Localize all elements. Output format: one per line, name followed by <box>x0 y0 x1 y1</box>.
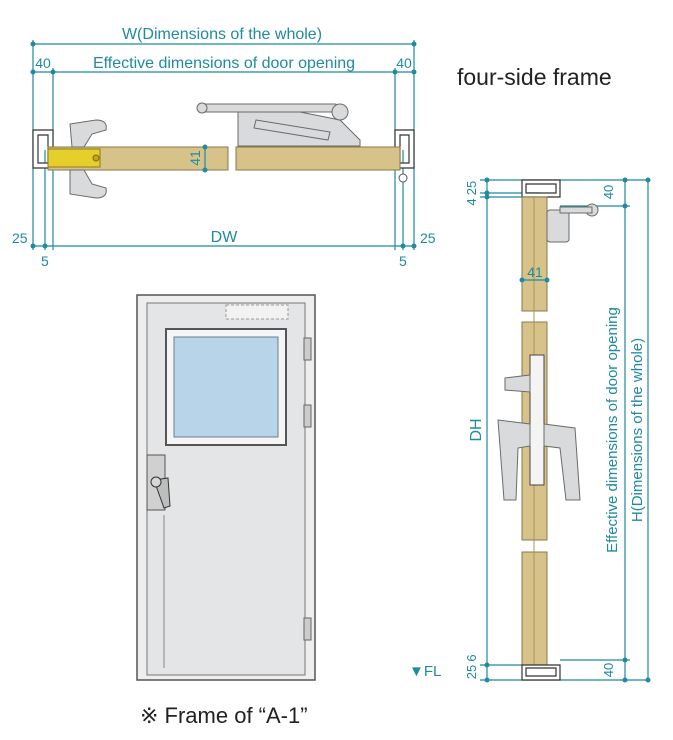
side-bottom-6-label: 6 <box>464 654 479 661</box>
caption: ※ Frame of “A-1” <box>140 703 308 728</box>
side-lever-right <box>543 423 581 501</box>
door-closer-arm <box>197 103 339 113</box>
lock-case <box>47 148 101 168</box>
floor-level-label: ▼FL <box>409 663 441 680</box>
left-5-label: 5 <box>41 253 49 269</box>
side-bottom-25-label: 25 <box>464 665 479 679</box>
side-section: 25 4 40 41 DH Effective dimensions of do… <box>409 177 651 683</box>
hinge-top <box>303 337 312 361</box>
door-closer-outline <box>225 304 289 320</box>
side-top-40-label: 40 <box>601 185 616 199</box>
side-top-4-label: 4 <box>464 198 479 205</box>
dw-dim-end-c <box>400 243 406 249</box>
side-top-25-label: 25 <box>464 181 479 195</box>
side-effective-dim-label: Effective dimensions of door opening <box>604 307 621 553</box>
right-25-label: 25 <box>420 230 436 246</box>
side-lever-left <box>497 419 531 501</box>
dh-dim-end-e <box>484 677 490 683</box>
frame-type-title: four-side frame <box>457 64 612 90</box>
thickness-label: 41 <box>187 150 203 166</box>
sill-frame-section <box>521 664 561 681</box>
side-key-cylinder <box>504 374 531 393</box>
lock-screw <box>92 154 100 162</box>
left-25-label: 25 <box>12 230 28 246</box>
door-leaf-right <box>235 146 401 171</box>
dw-dim-end-b <box>42 243 48 249</box>
effective-dim-label: Effective dimensions of door opening <box>93 55 355 72</box>
side-effective-dim-end-a <box>622 177 628 183</box>
dh-dim-end-d <box>484 662 490 668</box>
hinge-middle <box>303 404 312 428</box>
closer-link <box>253 119 331 141</box>
lever-handle-top <box>69 119 107 148</box>
closer-pivot-right <box>331 103 349 121</box>
dw-dim-end-d <box>411 243 417 249</box>
lever-handle-bottom <box>69 169 107 199</box>
h-dim-label: H(Dimensions of the whole) <box>629 338 646 522</box>
side-effective-dim-end-d <box>622 677 628 683</box>
head-frame-section <box>521 179 561 198</box>
h-dim-end-bottom <box>645 677 651 683</box>
side-effective-dim-end-c <box>622 657 628 663</box>
side-closer-body <box>546 209 570 243</box>
thickness-dim-end-top <box>202 144 208 150</box>
dh-dim-end-b <box>484 190 490 196</box>
hinge-bottom <box>303 617 312 641</box>
dw-dim-end-a <box>30 243 36 249</box>
dw-label: DW <box>211 229 239 246</box>
right-40-label: 40 <box>396 55 412 71</box>
dh-dim-end-c <box>484 194 490 200</box>
side-effective-dim-end-b <box>622 203 628 209</box>
side-thickness-dim-end-right <box>544 277 550 283</box>
dh-label: DH <box>468 418 485 441</box>
lever-rose <box>150 476 162 488</box>
door-window-glass <box>173 336 279 438</box>
side-thickness-label: 41 <box>527 264 543 280</box>
side-thickness-dim-end-left <box>519 277 525 283</box>
side-closer-arm <box>559 206 593 214</box>
dh-dim-end-a <box>484 177 490 183</box>
side-lock-body <box>529 354 545 486</box>
closer-pivot-left <box>196 102 208 114</box>
w-dim-label: W(Dimensions of the whole) <box>122 26 322 43</box>
left-40-label: 40 <box>35 55 51 71</box>
side-bottom-40-label: 40 <box>601 663 616 677</box>
right-5-label: 5 <box>399 253 407 269</box>
plan-view: W(Dimensions of the whole) Effective dim… <box>12 26 436 269</box>
h-dim-end-top <box>645 177 651 183</box>
thickness-dim-end-bottom <box>202 167 208 173</box>
hinge-pin <box>398 173 408 183</box>
door-elevation <box>136 294 316 681</box>
